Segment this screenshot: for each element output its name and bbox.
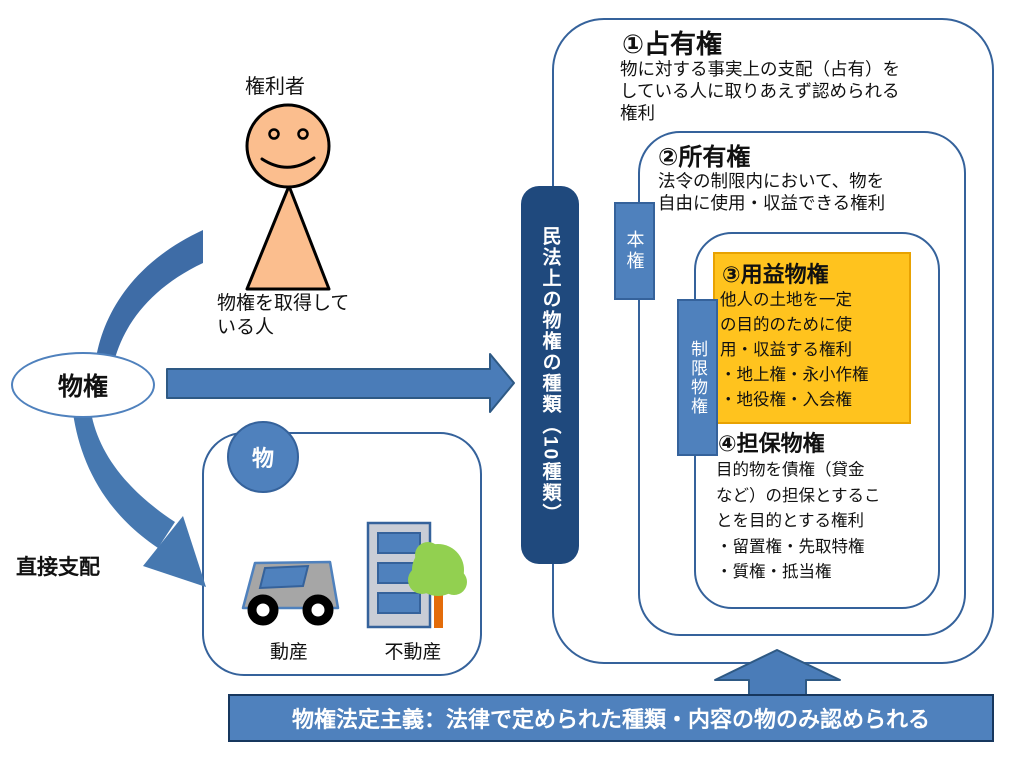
usufruct-body: 他人の土地を一定 の目的のために使 用・収益する権利 ・地上権・永小作権 ・地役… — [720, 291, 869, 409]
arrow-right-icon — [166, 353, 515, 413]
seigen-tab: 制限物権 — [677, 299, 718, 456]
movable-label: 動産 — [269, 642, 308, 663]
rights-holder-label: 権利者 — [245, 76, 305, 98]
bukken-label: 物権 — [57, 373, 108, 401]
security-body: 目的物を債権（貸金 など）の担保とするこ とを目的とする権利 ・留置権・先取特権… — [716, 461, 881, 581]
immovable-label: 不動産 — [384, 642, 442, 663]
civil-law-types-label: 民法上の物権の種類（10種類） — [539, 225, 561, 525]
usufruct-box — [713, 252, 911, 424]
usufruct-title: ③用益物権 — [722, 262, 829, 287]
bukken-oval: 物権 — [11, 352, 155, 418]
thing-badge: 物 — [227, 421, 299, 493]
honken-label: 本権 — [624, 230, 645, 272]
person-caption: 物権を取得して いる人 — [217, 293, 350, 338]
person-icon — [245, 103, 331, 291]
ownership-title: ②所有権 — [658, 144, 751, 171]
direct-control-label: 直接支配 — [16, 556, 100, 579]
curved-arrow-up-icon — [96, 230, 203, 366]
ownership-body: 法令の制限内において、物を 自由に使用・収益できる権利 — [658, 171, 886, 213]
honken-tab: 本権 — [614, 202, 655, 300]
civil-law-types-bar: 民法上の物権の種類（10種類） — [521, 186, 579, 564]
legal-principle-bar: 物権法定主義：法律で定められた種類・内容の物のみ認められる — [228, 694, 994, 742]
security-title: ④担保物権 — [718, 431, 825, 456]
possession-title: ①占有権 — [622, 29, 723, 59]
legal-principle-text: 物権法定主義：法律で定められた種類・内容の物のみ認められる — [291, 707, 930, 732]
seigen-label: 制限物権 — [688, 339, 707, 416]
thing-badge-label: 物 — [251, 446, 274, 471]
ownership-box — [638, 131, 966, 636]
possession-body: 物に対する事実上の支配（占有）を している人に取りあえず認められる 権利 — [620, 59, 900, 123]
